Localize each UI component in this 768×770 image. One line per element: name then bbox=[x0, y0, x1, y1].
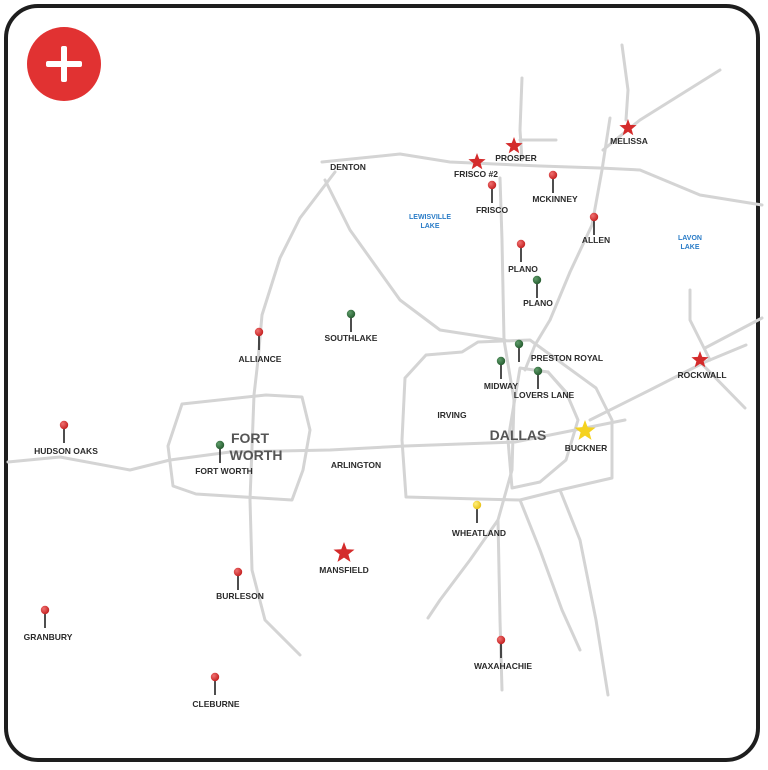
location-label-rockwall: ROCKWALL bbox=[677, 370, 726, 380]
location-label-midway: MIDWAY bbox=[484, 381, 518, 391]
city-label-fort-worth-line1: FORT bbox=[231, 430, 270, 446]
red-pin-icon bbox=[40, 605, 50, 615]
location-label-allen: ALLEN bbox=[582, 235, 610, 245]
red-star-icon bbox=[505, 137, 523, 154]
location-melissa[interactable]: MELISSA bbox=[610, 119, 648, 146]
red-pin-icon bbox=[233, 567, 243, 577]
location-label-mckinney: MCKINNEY bbox=[532, 194, 578, 204]
red-star-icon bbox=[468, 153, 486, 170]
location-lovers-lane[interactable]: LOVERS LANE bbox=[514, 366, 575, 400]
location-granbury[interactable]: GRANBURY bbox=[24, 605, 73, 642]
location-cleburne[interactable]: CLEBURNE bbox=[192, 672, 240, 709]
red-pin-icon bbox=[496, 635, 506, 645]
zoom-in-button[interactable] bbox=[27, 27, 101, 101]
location-label-cleburne: CLEBURNE bbox=[192, 699, 240, 709]
location-label-fort-worth: FORT WORTH bbox=[195, 466, 253, 476]
location-label-hudson-oaks: HUDSON OAKS bbox=[34, 446, 98, 456]
green-pin-icon bbox=[215, 440, 225, 450]
green-pin-icon bbox=[514, 339, 524, 349]
location-midway[interactable]: MIDWAY bbox=[484, 356, 518, 391]
location-hudson-oaks[interactable]: HUDSON OAKS bbox=[34, 420, 98, 456]
location-rockwall[interactable]: ROCKWALL bbox=[677, 351, 727, 380]
red-pin-icon bbox=[548, 170, 558, 180]
lake-label-lavon-line2: LAKE bbox=[680, 244, 699, 251]
red-star-icon bbox=[619, 119, 637, 136]
location-plano-green[interactable]: PLANO bbox=[523, 275, 553, 308]
location-burleson[interactable]: BURLESON bbox=[216, 567, 264, 601]
region-label-irving: IRVING bbox=[437, 410, 467, 420]
red-star-icon bbox=[691, 351, 709, 368]
red-pin-icon bbox=[210, 672, 220, 682]
location-label-preston-royal: PRESTON ROYAL bbox=[531, 353, 603, 363]
location-southlake[interactable]: SOUTHLAKE bbox=[325, 309, 378, 343]
yellow-star-icon bbox=[574, 420, 596, 440]
city-label-dallas: DALLAS bbox=[490, 427, 547, 443]
location-label-burleson: BURLESON bbox=[216, 591, 264, 601]
location-mckinney[interactable]: MCKINNEY bbox=[532, 170, 578, 204]
yellow-pin-icon bbox=[472, 500, 482, 510]
location-label-granbury: GRANBURY bbox=[24, 632, 73, 642]
location-label-frisco2: FRISCO #2 bbox=[454, 169, 498, 179]
red-pin-icon bbox=[254, 327, 264, 337]
location-label-plano-red: PLANO bbox=[508, 264, 538, 274]
location-preston-royal[interactable]: PRESTON ROYAL bbox=[514, 339, 603, 363]
green-pin-icon bbox=[533, 366, 543, 376]
location-label-prosper: PROSPER bbox=[495, 153, 537, 163]
location-label-alliance: ALLIANCE bbox=[239, 354, 282, 364]
lake-label-lewisville-line1: LEWISVILLE bbox=[409, 214, 451, 221]
location-mansfield[interactable]: MANSFIELD bbox=[319, 542, 369, 575]
green-pin-icon bbox=[532, 275, 542, 285]
location-alliance[interactable]: ALLIANCE bbox=[239, 327, 282, 364]
location-wheatland[interactable]: WHEATLAND bbox=[452, 500, 506, 538]
red-pin-icon bbox=[516, 239, 526, 249]
location-label-buckner: BUCKNER bbox=[565, 443, 608, 453]
location-waxahachie[interactable]: WAXAHACHIE bbox=[474, 635, 532, 671]
green-pin-icon bbox=[496, 356, 506, 366]
location-label-melissa: MELISSA bbox=[610, 136, 648, 146]
red-pin-icon bbox=[487, 180, 497, 190]
location-label-lovers-lane: LOVERS LANE bbox=[514, 390, 575, 400]
location-frisco[interactable]: FRISCO bbox=[476, 180, 509, 215]
location-label-plano-green: PLANO bbox=[523, 298, 553, 308]
location-label-wheatland: WHEATLAND bbox=[452, 528, 506, 538]
road-network bbox=[6, 43, 764, 697]
red-pin-icon bbox=[589, 212, 599, 222]
map-frame bbox=[4, 4, 760, 762]
lake-label-lewisville-line2: LAKE bbox=[420, 223, 439, 230]
location-label-mansfield: MANSFIELD bbox=[319, 565, 369, 575]
location-allen[interactable]: ALLEN bbox=[582, 212, 610, 245]
location-prosper[interactable]: PROSPER bbox=[495, 137, 537, 163]
red-star-icon bbox=[333, 542, 355, 562]
red-pin-icon bbox=[59, 420, 69, 430]
green-pin-icon bbox=[346, 309, 356, 319]
city-label-fort-worth-line2: WORTH bbox=[230, 447, 283, 463]
location-frisco2[interactable]: FRISCO #2 bbox=[454, 153, 498, 179]
location-markers: FRISCO #2 PROSPER MELISSA FRISCO MCKINNEY ALL… bbox=[24, 119, 727, 709]
region-label-denton: DENTON bbox=[330, 162, 366, 172]
lake-label-lavon-line1: LAVON bbox=[678, 235, 702, 242]
location-plano-red[interactable]: PLANO bbox=[508, 239, 538, 274]
location-label-frisco: FRISCO bbox=[476, 205, 509, 215]
location-fort-worth[interactable]: FORT WORTH bbox=[195, 440, 253, 476]
location-label-southlake: SOUTHLAKE bbox=[325, 333, 378, 343]
location-buckner[interactable]: BUCKNER bbox=[565, 420, 608, 453]
region-label-arlington: ARLINGTON bbox=[331, 460, 381, 470]
location-label-waxahachie: WAXAHACHIE bbox=[474, 661, 532, 671]
